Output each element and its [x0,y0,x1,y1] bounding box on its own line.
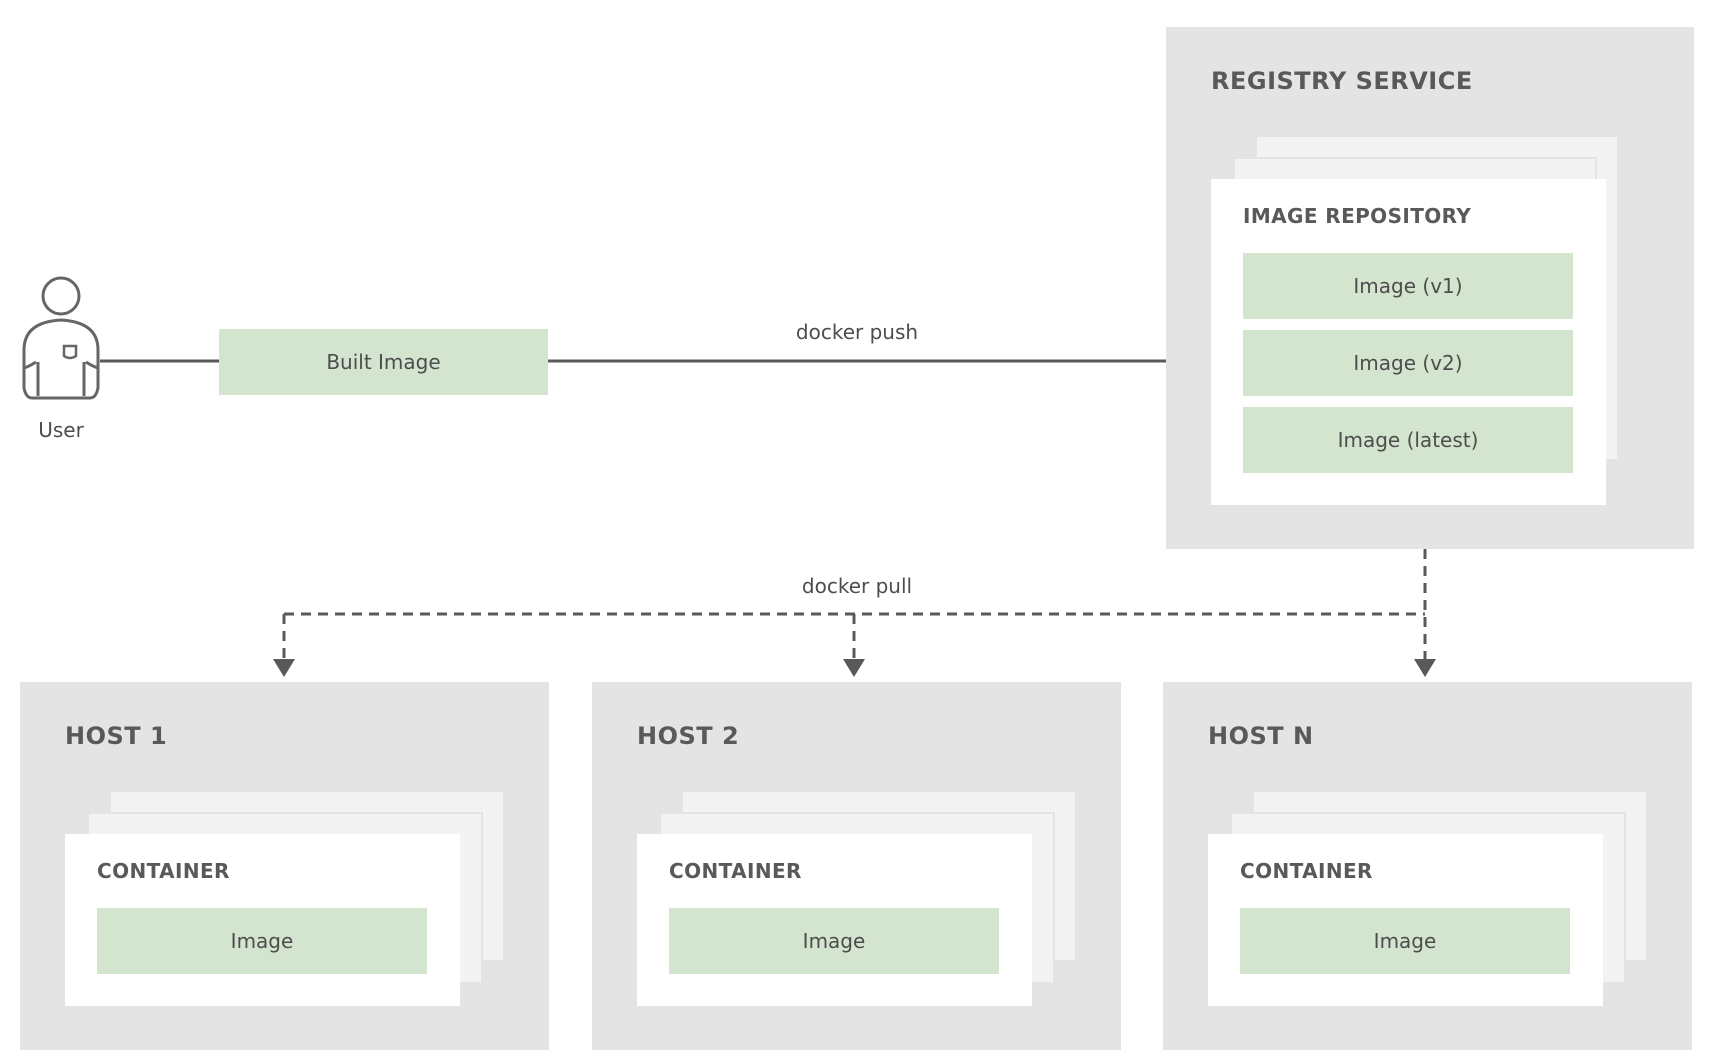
host-1-title: HOST 1 [65,722,168,750]
host-2-image: Image [669,908,999,974]
host-n-container-title: CONTAINER [1240,859,1373,883]
host-n-panel: HOST N CONTAINER Image [1163,682,1692,1050]
image-repository-title: IMAGE REPOSITORY [1243,204,1472,228]
user [20,276,104,406]
host-1-image: Image [97,908,427,974]
host-1-container-card: CONTAINER Image [65,834,460,1006]
host-1-panel: HOST 1 CONTAINER Image [20,682,549,1050]
docker-push-label: docker push [795,320,919,344]
registry-service-title: REGISTRY SERVICE [1211,67,1473,95]
user-icon [22,276,100,400]
image-repository-card: IMAGE REPOSITORY Image (v1) Image (v2) I… [1211,179,1606,505]
docker-pull-label: docker pull [801,574,913,598]
docker-pull-arrowhead-host1 [273,659,295,677]
registry-service-panel: REGISTRY SERVICE IMAGE REPOSITORY Image … [1166,27,1694,549]
host-2-container-title: CONTAINER [669,859,802,883]
repository-image-v1: Image (v1) [1243,253,1573,319]
docker-pull-arrowhead-host2 [843,659,865,677]
host-2-container-card: CONTAINER Image [637,834,1032,1006]
host-n-container-card: CONTAINER Image [1208,834,1603,1006]
host-n-image: Image [1240,908,1570,974]
user-label: User [38,418,84,442]
docker-pull-arrowhead-hostn [1414,659,1436,677]
repository-image-v2: Image (v2) [1243,330,1573,396]
host-2-title: HOST 2 [637,722,740,750]
host-2-panel: HOST 2 CONTAINER Image [592,682,1121,1050]
built-image-box: Built Image [219,329,548,395]
repository-image-latest: Image (latest) [1243,407,1573,473]
host-n-title: HOST N [1208,722,1314,750]
host-1-container-title: CONTAINER [97,859,230,883]
